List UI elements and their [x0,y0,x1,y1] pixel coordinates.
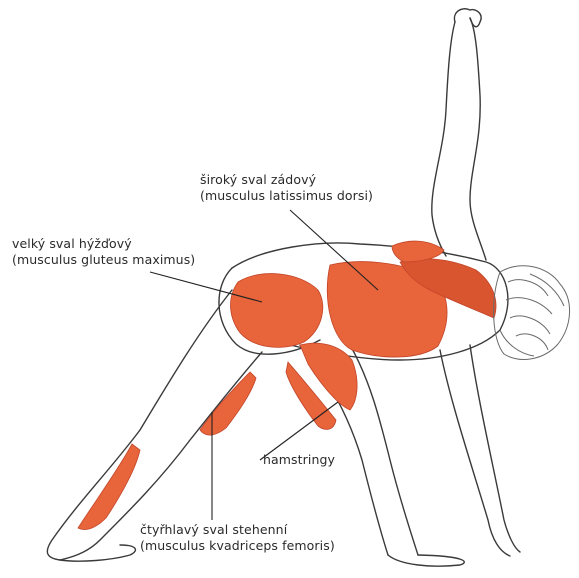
label-hamstrings-line1: hamstringy [263,452,335,468]
label-gluteus-maximus: velký sval hýžďový (musculus gluteus max… [12,236,195,268]
upper-back-muscle [392,241,444,262]
lower-arm-outline [440,350,510,556]
lower-arm-outline-inner [470,345,520,552]
front-foot-outline [388,555,464,566]
raised-arm-outline [470,18,486,260]
label-latissimus-dorsi: široký sval zádový (musculus latissimus … [200,172,373,204]
label-gluteus-line2: (musculus gluteus maximus) [12,252,195,268]
hair [494,266,570,360]
hand-outline [454,9,481,27]
label-quadriceps-line2: (musculus kvadriceps femoris) [140,538,335,554]
raised-arm-outline-inner [432,22,455,256]
quadriceps-muscle [200,372,256,435]
label-quadriceps-line1: čtyřhlavý sval stehenní [140,522,335,538]
calf-muscle [78,444,140,530]
label-latissimus-line1: široký sval zádový [200,172,373,188]
back-foot-outline [60,545,135,561]
front-leg-outline-inner [350,345,418,555]
label-hamstrings: hamstringy [263,452,335,468]
gluteus-maximus-muscle [231,274,323,348]
label-gluteus-line1: velký sval hýžďový [12,236,195,252]
label-latissimus-line2: (musculus latissimus dorsi) [200,188,373,204]
label-quadriceps: čtyřhlavý sval stehenní (musculus kvadri… [140,522,335,554]
